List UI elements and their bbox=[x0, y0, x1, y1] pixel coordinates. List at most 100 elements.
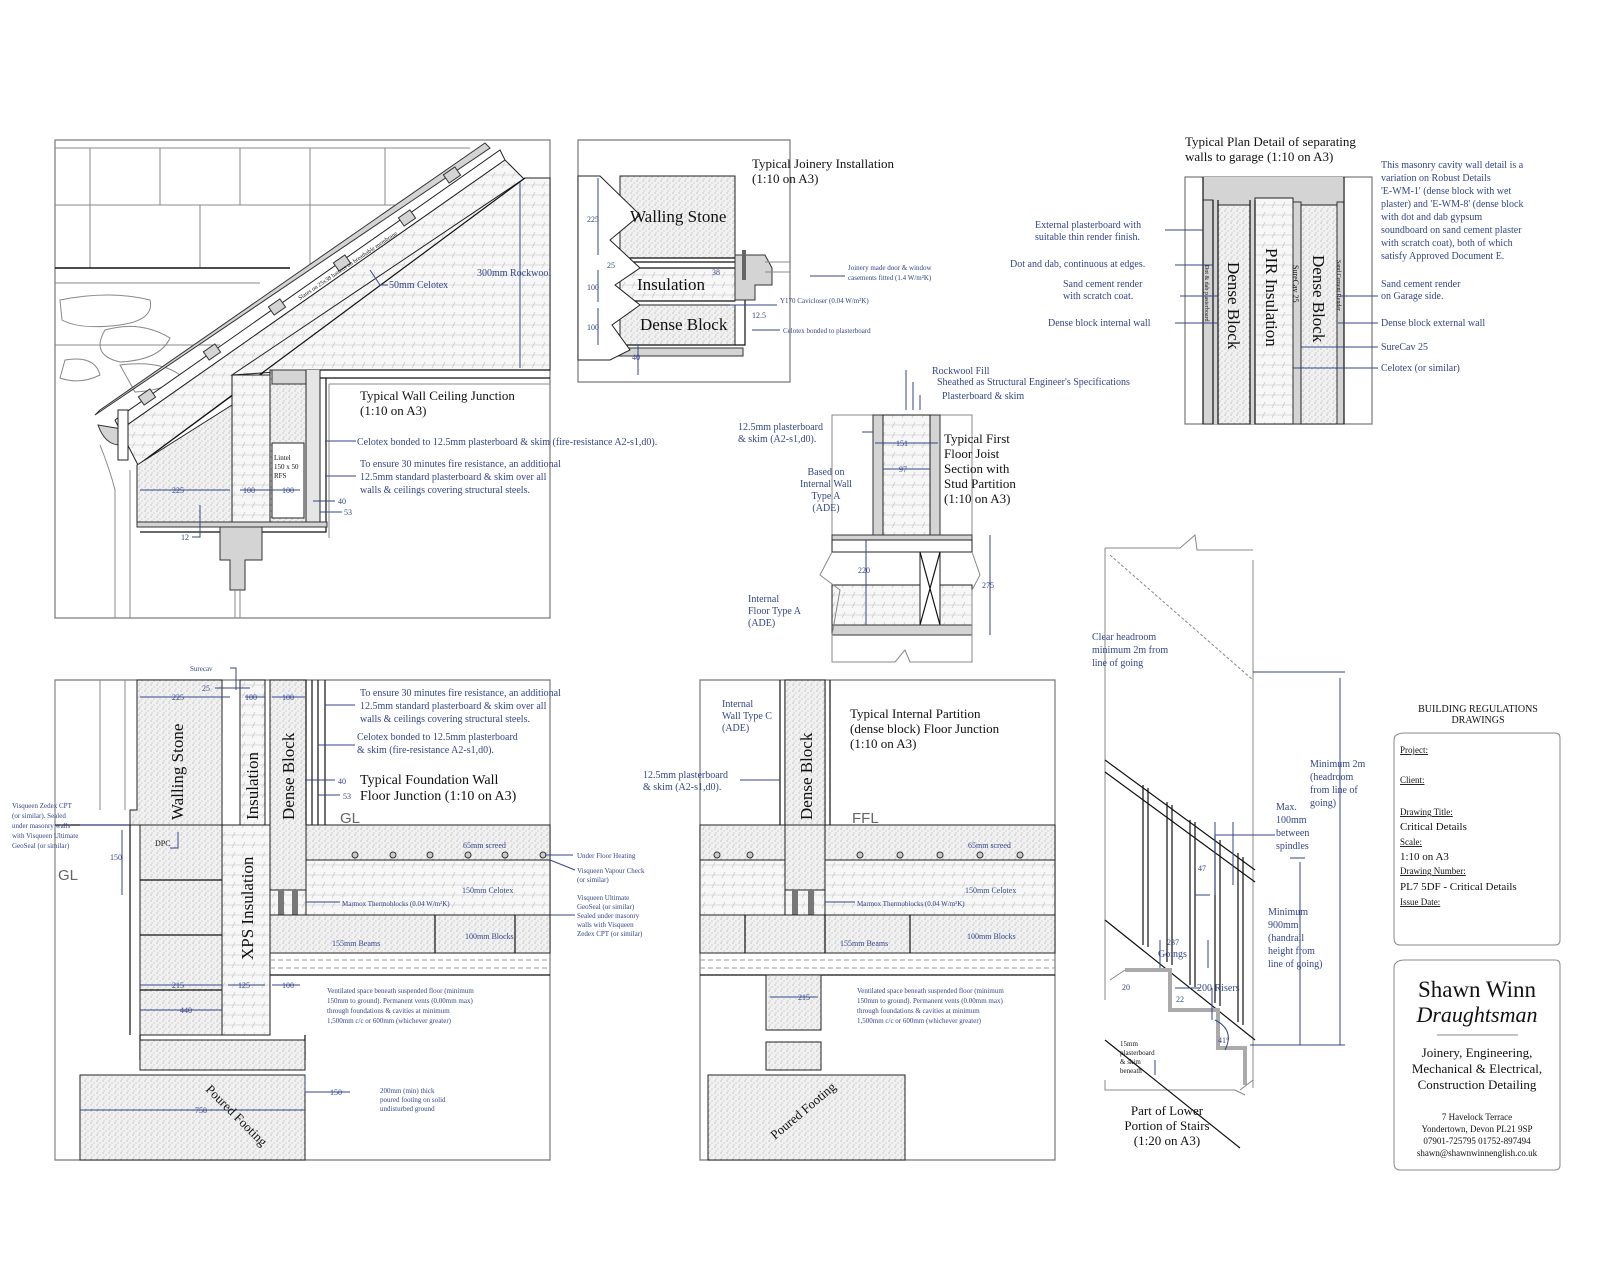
dim-215: 215 bbox=[798, 993, 810, 1002]
text-line: Celotex bonded to 12.5mm plasterboard bbox=[357, 732, 518, 743]
dense-block-label: Dense Block bbox=[279, 732, 298, 820]
text-line: DRAWINGS bbox=[1451, 715, 1504, 726]
dense-block-label: Dense Block bbox=[797, 732, 816, 820]
text-line: Minimum 2m bbox=[1310, 759, 1366, 770]
text-line: 900mm bbox=[1268, 920, 1299, 931]
text-line: walls & ceilings covering structural ste… bbox=[360, 485, 530, 496]
break-line bbox=[577, 175, 641, 361]
text-line: Joinery made door & window bbox=[848, 264, 933, 272]
text-line: (1:10 on A3) bbox=[360, 403, 426, 418]
wall-ceiling-junction-title: Typical Wall Ceiling Junction(1:10 on A3… bbox=[360, 388, 515, 418]
marmox-label: Marmox Thermoblocks (0.04 W/m²K) bbox=[342, 900, 450, 908]
text-line: plaster) and 'E-WM-8' (dense block bbox=[1381, 199, 1523, 210]
wall-ceiling-junction-detail: Slates on 25x38 battens on breathable me… bbox=[54, 139, 657, 619]
pitch-angle: 41° bbox=[1218, 1036, 1229, 1045]
text-line: Floor Joist bbox=[944, 446, 1000, 461]
window-head-frame bbox=[219, 526, 263, 591]
text-line: (headroom bbox=[1310, 772, 1354, 783]
dim-12: 12 bbox=[181, 533, 189, 542]
dpc-label: DPC bbox=[155, 839, 171, 848]
company-name: Shawn Winn bbox=[1418, 977, 1537, 1002]
text-line: Typical Internal Partition bbox=[850, 706, 981, 721]
text-line: with scratch coat. bbox=[1063, 291, 1133, 302]
going-dim: 237 bbox=[1167, 938, 1179, 947]
text-line: suitable thin render finish. bbox=[1035, 232, 1140, 243]
text-line: 1,500mm c/c or 600mm (whichever greater) bbox=[857, 1017, 982, 1025]
text-line: To ensure 30 minutes fire resistance, an… bbox=[360, 459, 561, 470]
dim-125: 125 bbox=[238, 981, 250, 990]
dim-97: 97 bbox=[899, 465, 907, 474]
dim-100a: 100 bbox=[245, 693, 257, 702]
gl-marker-upper: GL bbox=[340, 810, 360, 827]
underfloor-heating-label: Under Floor Heating bbox=[577, 852, 636, 860]
client-label: Client: bbox=[1400, 775, 1425, 785]
celotex-note: Celotex bonded to 12.5mm plasterboard & … bbox=[357, 437, 657, 448]
text-line: (1:10 on A3) bbox=[850, 736, 916, 751]
plasterboard-left-label: 12.5mm plasterboard& skim (A2-s1,d0). bbox=[738, 422, 823, 445]
text-line: Dot and dab, continuous at edges. bbox=[1010, 259, 1145, 270]
text-line: satisfy Approved Document E. bbox=[1381, 251, 1504, 262]
text-line: Type A bbox=[811, 491, 841, 502]
text-line: with Visqueen Ultimate bbox=[12, 832, 78, 840]
text-line: Part of Lower bbox=[1131, 1103, 1204, 1118]
rockwool-label: 300mm Rockwool bbox=[477, 268, 551, 279]
roof-annotations: 300mm Rockwool 50mm Celotex Typical Wall… bbox=[140, 182, 657, 542]
beams-label: 155mm Beams bbox=[332, 939, 380, 948]
pir-insulation-label: PIR Insulation bbox=[1262, 248, 1281, 347]
text-line: line of going bbox=[1092, 658, 1143, 669]
dot-dab-label: Dot & dab plasterboard bbox=[1203, 265, 1209, 321]
ventilation-note: Ventilated space beneath suspended floor… bbox=[857, 987, 1004, 1025]
text-line: 7 Havelock Terrace bbox=[1442, 1112, 1512, 1122]
text-line: Typical Wall Ceiling Junction bbox=[360, 388, 515, 403]
text-line: SureCav 25 bbox=[1381, 342, 1428, 353]
insulation-label: Insulation bbox=[243, 752, 262, 820]
text-line: undisturbed ground bbox=[380, 1105, 435, 1113]
text-line: Zedex CPT (or similar) bbox=[577, 930, 643, 938]
text-line: height from bbox=[1268, 946, 1315, 957]
text-line: 12.5mm plasterboard bbox=[738, 422, 823, 433]
cavicloser-label: Y170 Cavicloser (0.04 W/m²K) bbox=[780, 297, 869, 305]
dense-block-internal-label: Dense Block bbox=[1224, 262, 1243, 350]
text-line: To ensure 30 minutes fire resistance, an… bbox=[360, 688, 561, 699]
scale-label: Scale: bbox=[1400, 837, 1422, 847]
text-line: through foundations & cavities at minimu… bbox=[327, 1007, 450, 1015]
text-line: (or similar) bbox=[577, 876, 609, 884]
text-line: line of going) bbox=[1268, 959, 1322, 970]
first-floor-joist-detail: Rockwool Fill Sheathed as Structural Eng… bbox=[738, 366, 1130, 663]
text-line: Celotex (or similar) bbox=[1381, 363, 1460, 374]
plasterboard-label: 12.5mm plasterboard& skim (A2-s1,d0). bbox=[643, 770, 728, 793]
marmox-label: Marmox Thermoblocks (0.04 W/m²K) bbox=[857, 900, 965, 908]
text-line: Construction Detailing bbox=[1418, 1077, 1537, 1092]
text-line: Sand cement render bbox=[1381, 279, 1461, 290]
dim-12-5: 12.5 bbox=[752, 311, 766, 320]
text-line: from line of bbox=[1310, 785, 1358, 796]
text-line: Floor Type A bbox=[748, 606, 802, 617]
text-line: walls to garage (1:10 on A3) bbox=[1185, 149, 1333, 164]
surecav-label: SureCav 25 bbox=[1291, 265, 1300, 303]
text-line: Typical Plan Detail of separating bbox=[1185, 134, 1356, 149]
text-line: shawn@shawnwinnenglish.co.uk bbox=[1417, 1148, 1538, 1158]
risers-label: 200 Risers bbox=[1197, 983, 1240, 994]
drawing-number-value: PL7 5DF - Critical Details bbox=[1400, 881, 1517, 893]
text-line: Internal Wall bbox=[800, 479, 852, 490]
celotex-label: 150mm Celotex bbox=[965, 886, 1016, 895]
celotex-label: 50mm Celotex bbox=[389, 280, 448, 291]
text-line: walls & ceilings covering structural ste… bbox=[360, 714, 530, 725]
text-line: Dense block internal wall bbox=[1048, 318, 1151, 329]
goings-label: Goings bbox=[1158, 949, 1187, 960]
text-line: spindles bbox=[1276, 841, 1309, 852]
text-line: Sand cement render bbox=[1063, 279, 1143, 290]
text-line: (ADE) bbox=[812, 503, 839, 514]
nosing-dim: 20 bbox=[1122, 983, 1130, 992]
text-line: (1:10 on A3) bbox=[944, 491, 1010, 506]
